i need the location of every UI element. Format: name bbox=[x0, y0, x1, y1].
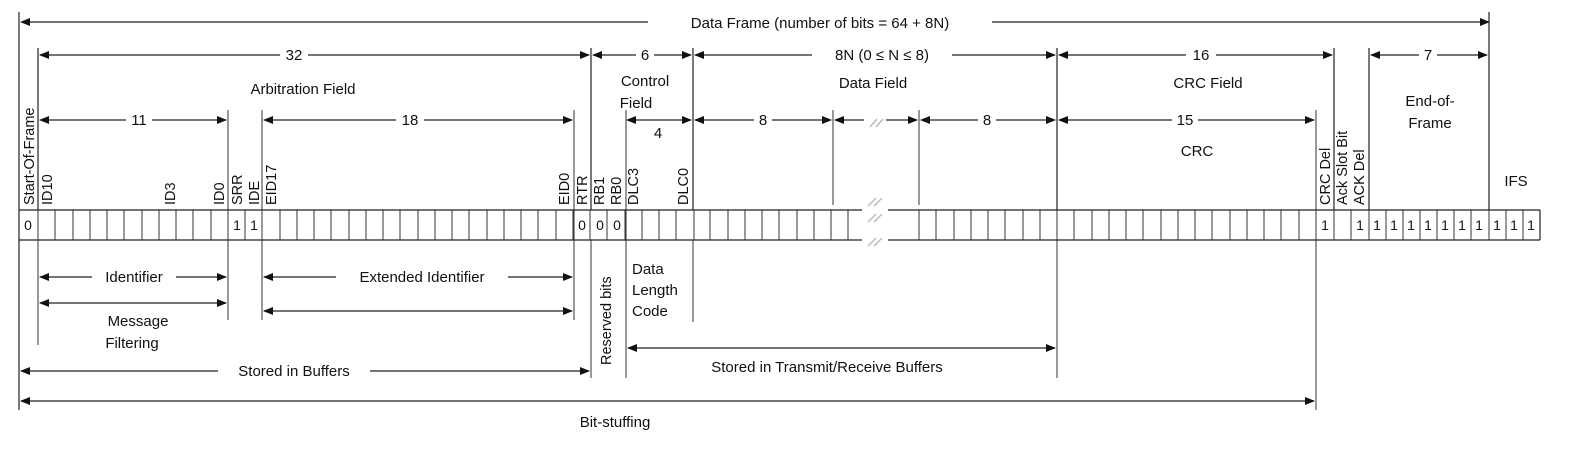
subfield-spans: 11 18 4 8 8 15 bbox=[39, 111, 1315, 142]
label-sof: Start-Of-Frame bbox=[22, 108, 38, 205]
bit-ifs-2: 1 bbox=[1510, 217, 1518, 233]
crc-label: CRC bbox=[1181, 143, 1214, 160]
bit-eof-3: 1 bbox=[1407, 217, 1415, 233]
eof-label-2: Frame bbox=[1408, 115, 1451, 132]
label-reserved-bits: Reserved bits bbox=[599, 276, 615, 365]
label-rb1: RB1 bbox=[592, 177, 608, 205]
dlc-label-2: Length bbox=[632, 282, 678, 299]
bit-crc-del: 1 bbox=[1321, 217, 1329, 233]
bit-srr: 1 bbox=[233, 217, 241, 233]
label-dlc0: DLC0 bbox=[676, 168, 692, 205]
label-ack-del: ACK Del bbox=[1352, 149, 1368, 205]
bit-row: 0 1 1 0 0 0 1 1 1 1 1 1 1 1 1 1 1 1 bbox=[19, 197, 1541, 248]
bit-rtr: 0 bbox=[578, 217, 586, 233]
bit-eof-7: 1 bbox=[1475, 217, 1483, 233]
crc-field-bits-label: 16 bbox=[1193, 47, 1210, 64]
label-crc-del: CRC Del bbox=[1318, 148, 1334, 205]
arbitration-field-label: Arbitration Field bbox=[250, 81, 355, 98]
bit-ticks bbox=[37, 210, 1524, 240]
bit-rb0: 0 bbox=[613, 217, 621, 233]
arbitration-bits-label: 32 bbox=[286, 47, 303, 64]
label-rb0: RB0 bbox=[609, 177, 625, 205]
extended-identifier-label: Extended Identifier bbox=[359, 269, 484, 286]
bit-ack-del: 1 bbox=[1356, 217, 1364, 233]
eof-label-1: End-of- bbox=[1405, 93, 1454, 110]
control-bits-label: 6 bbox=[641, 47, 649, 64]
dlc-bits-label: 4 bbox=[654, 125, 662, 142]
ifs-label: IFS bbox=[1504, 173, 1527, 190]
data-field-label: Data Field bbox=[839, 75, 907, 92]
crc-field-label: CRC Field bbox=[1173, 75, 1242, 92]
stored-in-buffers-label: Stored in Buffers bbox=[238, 363, 349, 380]
label-srr: SRR bbox=[230, 174, 246, 205]
vertical-bit-labels: Start-Of-Frame ID10 ID3 ID0 SRR IDE EID1… bbox=[22, 108, 1368, 365]
stored-tx-rx-label: Stored in Transmit/Receive Buffers bbox=[711, 359, 943, 376]
field-bit-spans: 32 6 8N (0 ≤ N ≤ 8) 16 7 bbox=[39, 46, 1488, 64]
label-rtr: RTR bbox=[575, 175, 591, 205]
data-frame-title: Data Frame (number of bits = 64 + 8N) bbox=[691, 15, 949, 32]
control-field-label-2: Field bbox=[620, 95, 653, 112]
lower-annotations: Identifier Extended Identifier Message F… bbox=[20, 240, 1315, 431]
byte1-bits-label: 8 bbox=[759, 112, 767, 129]
label-ide: IDE bbox=[247, 181, 263, 206]
label-eid17: EID17 bbox=[264, 165, 280, 205]
bit-rb1: 0 bbox=[596, 217, 604, 233]
bit-eof-6: 1 bbox=[1458, 217, 1466, 233]
bit-ide: 1 bbox=[250, 217, 258, 233]
bit-ifs-3: 1 bbox=[1527, 217, 1535, 233]
bit-eof-2: 1 bbox=[1390, 217, 1398, 233]
label-id3: ID3 bbox=[163, 182, 179, 205]
label-ack-slot: Ack Slot Bit bbox=[1335, 131, 1351, 205]
eof-bits-label: 7 bbox=[1424, 47, 1432, 64]
bit-ifs-1: 1 bbox=[1493, 217, 1501, 233]
byte-last-bits-label: 8 bbox=[983, 112, 991, 129]
control-field-label-1: Control bbox=[621, 73, 669, 90]
label-id10: ID10 bbox=[40, 174, 56, 205]
crc-bits-label: 15 bbox=[1177, 112, 1194, 129]
field-names: Arbitration Field Control Field Data Fie… bbox=[250, 73, 1527, 190]
label-dlc3: DLC3 bbox=[626, 168, 642, 205]
message-filtering-label-2: Filtering bbox=[105, 335, 158, 352]
id-bits-label: 11 bbox=[131, 112, 147, 129]
data-frame-span: Data Frame (number of bits = 64 + 8N) bbox=[18, 12, 1490, 410]
ext-id-bits-label: 18 bbox=[402, 112, 419, 129]
data-bits-label: 8N (0 ≤ N ≤ 8) bbox=[835, 47, 929, 64]
dlc-label-3: Code bbox=[632, 303, 668, 320]
label-id0: ID0 bbox=[212, 182, 228, 205]
message-filtering-label-1: Message bbox=[108, 313, 169, 330]
field-boundaries bbox=[37, 12, 1490, 210]
bit-eof-4: 1 bbox=[1424, 217, 1432, 233]
label-eid0: EID0 bbox=[557, 173, 573, 205]
identifier-label: Identifier bbox=[105, 269, 163, 286]
bit-eof-1: 1 bbox=[1373, 217, 1381, 233]
bit-sof: 0 bbox=[24, 217, 32, 233]
dlc-label-1: Data bbox=[632, 261, 664, 278]
bit-eof-5: 1 bbox=[1441, 217, 1449, 233]
bit-stuffing-label: Bit-stuffing bbox=[580, 414, 651, 431]
